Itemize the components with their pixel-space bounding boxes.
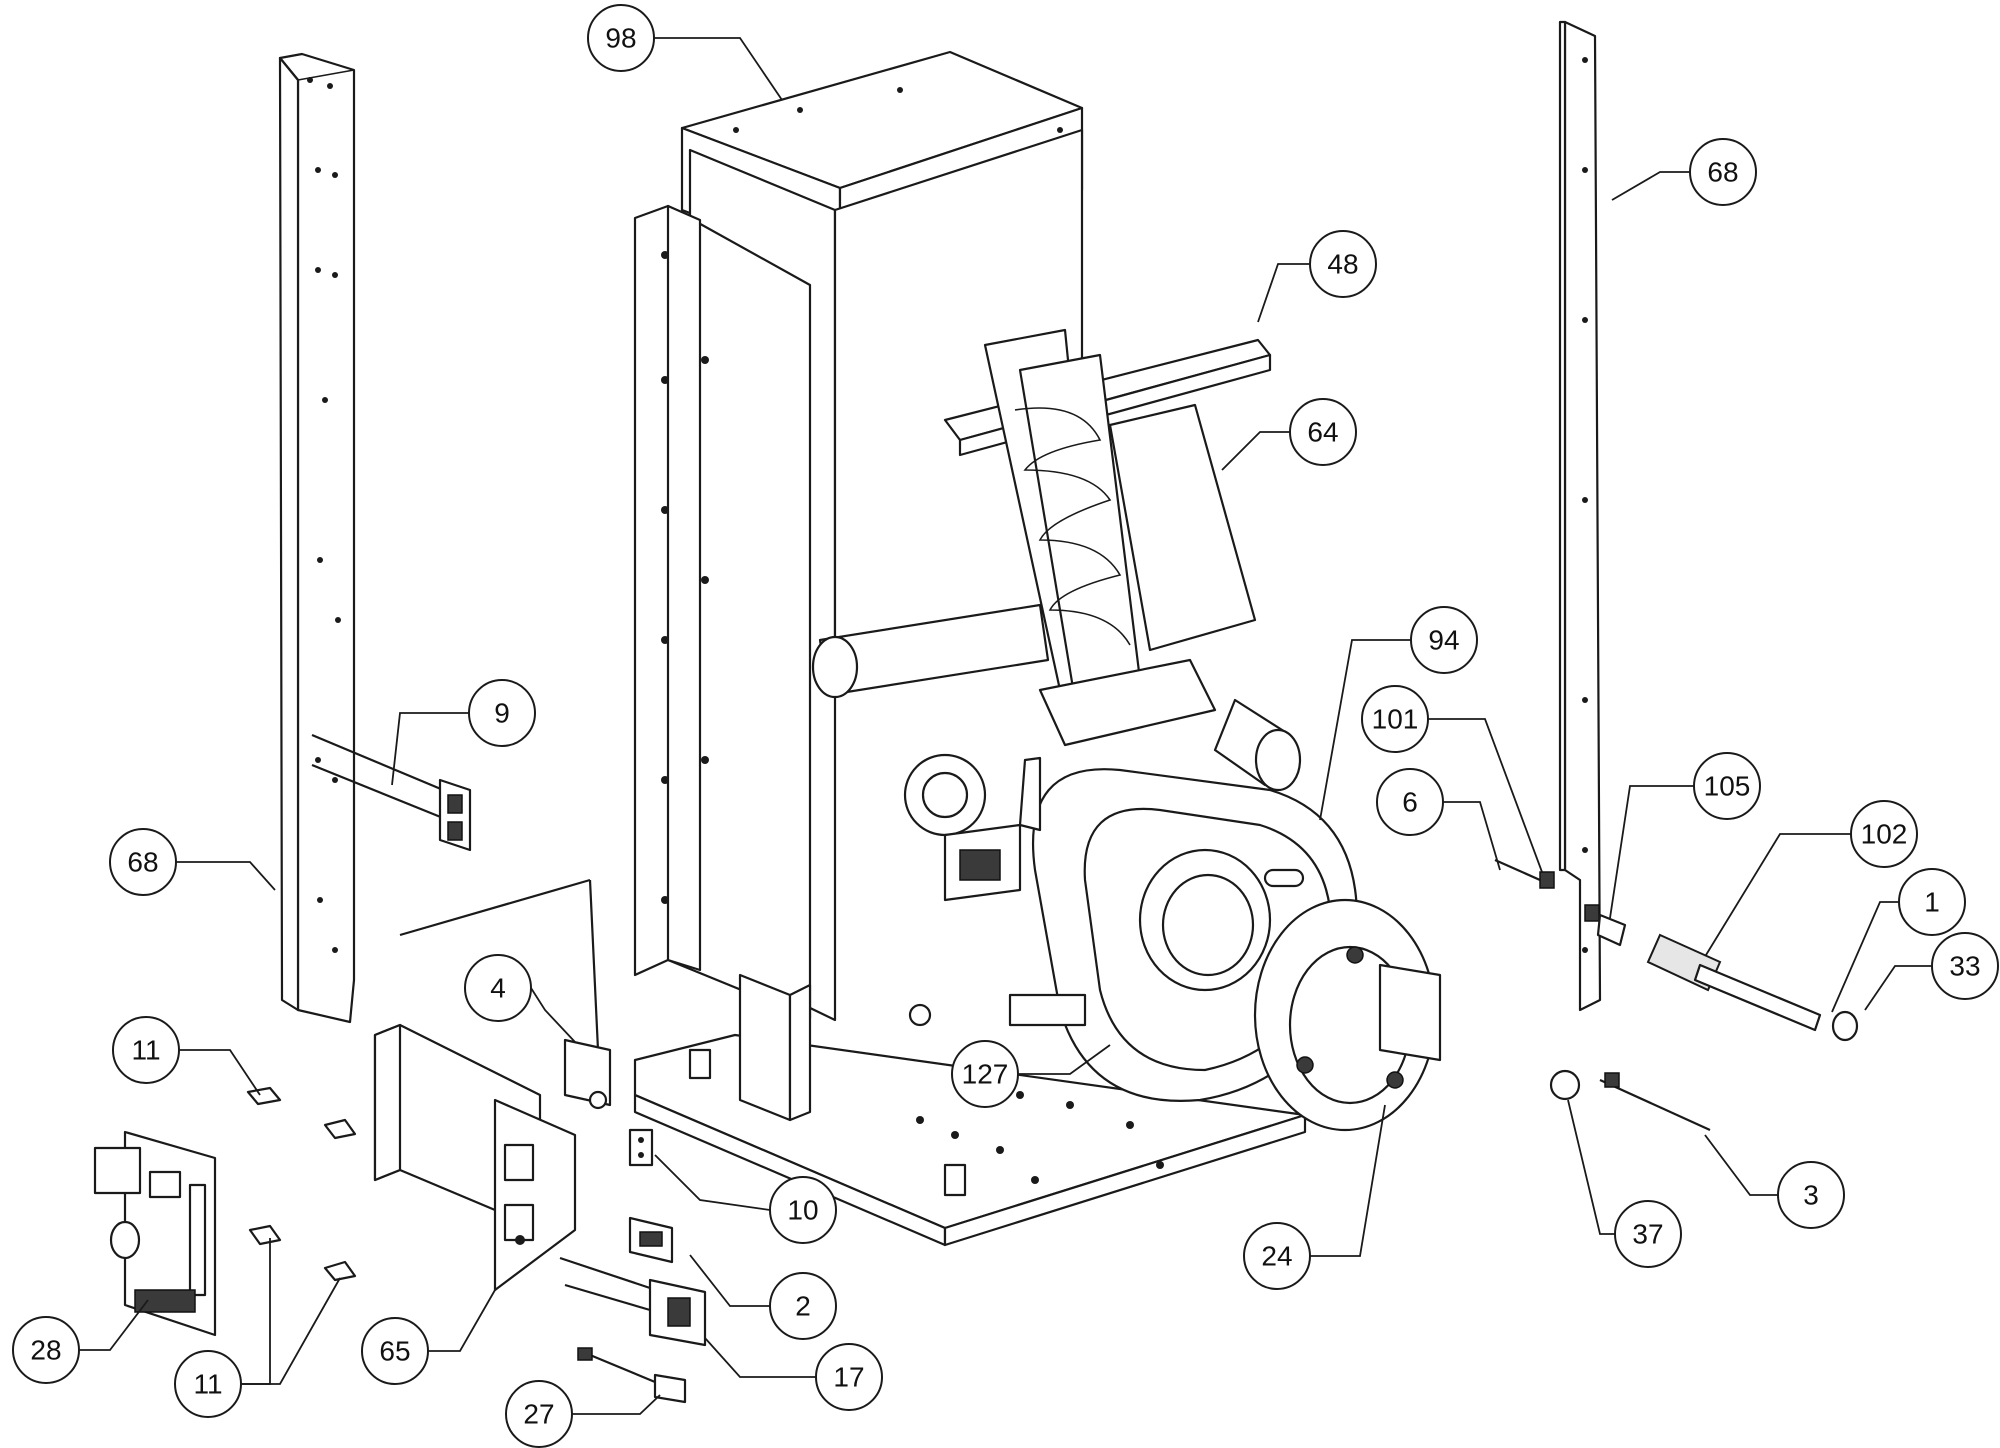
left-rail-part	[278, 52, 356, 1024]
callout-2-label: 2	[795, 1291, 811, 1322]
ignitor-parts-group	[1494, 858, 1859, 1132]
control-bracket-part	[373, 1023, 577, 1292]
base-plate-part	[633, 973, 1307, 1247]
leader-lines	[79, 37, 1932, 1415]
callout-127: 127	[951, 1040, 1019, 1108]
callout-11-bottom-label: 11	[193, 1369, 222, 1400]
callout-11-top-label: 11	[131, 1035, 160, 1066]
callout-11-bottom: 11	[174, 1350, 242, 1418]
right-rail-part	[1558, 20, 1602, 1012]
ignitor-module-part	[908, 756, 1087, 1027]
gear-motor-part	[903, 753, 1022, 902]
callout-17: 17	[815, 1343, 883, 1411]
callout-1-label: 1	[1924, 887, 1940, 918]
callout-48-label: 48	[1327, 249, 1358, 280]
connector-17-part	[559, 1256, 707, 1347]
callout-65-label: 65	[379, 1336, 410, 1367]
callout-17-label: 17	[833, 1362, 864, 1393]
callout-68-left-label: 68	[127, 847, 158, 878]
auger-assembly-part	[811, 328, 1302, 792]
callout-24: 24	[1243, 1222, 1311, 1290]
callout-11-top: 11	[112, 1016, 180, 1084]
callout-27: 27	[505, 1380, 573, 1448]
callout-68-top-label: 68	[1707, 157, 1738, 188]
callout-102-label: 102	[1861, 819, 1908, 850]
callout-101: 101	[1361, 685, 1429, 753]
callout-2: 2	[769, 1272, 837, 1340]
callout-3-label: 3	[1803, 1180, 1819, 1211]
terminal-block-part	[628, 1128, 654, 1167]
callout-10: 10	[769, 1176, 837, 1244]
callout-68-left: 68	[109, 828, 177, 896]
callout-3: 3	[1777, 1161, 1845, 1229]
callout-94: 94	[1410, 606, 1478, 674]
callout-98-label: 98	[605, 23, 636, 54]
callout-65: 65	[361, 1317, 429, 1385]
rocker-switch-part	[628, 1216, 674, 1264]
bracket-9-part	[311, 733, 472, 852]
main-cabinet-part	[633, 50, 1084, 1022]
callout-127-label: 127	[962, 1059, 1009, 1090]
callout-4: 4	[464, 954, 532, 1022]
blower-housing-part	[1031, 768, 1442, 1132]
callout-101-label: 101	[1372, 704, 1419, 735]
callout-4-label: 4	[490, 973, 506, 1004]
callout-27-label: 27	[523, 1399, 554, 1430]
callout-105-label: 105	[1704, 771, 1751, 802]
callout-98: 98	[587, 4, 655, 72]
callout-9: 9	[468, 679, 536, 747]
callout-10-label: 10	[787, 1195, 818, 1226]
callout-37-label: 37	[1632, 1219, 1663, 1250]
callout-33-label: 33	[1949, 951, 1980, 982]
callout-6-label: 6	[1402, 787, 1418, 818]
callout-48: 48	[1309, 230, 1377, 298]
control-board-part	[93, 1130, 217, 1337]
callout-28-label: 28	[30, 1335, 61, 1366]
callout-105: 105	[1693, 752, 1761, 820]
callout-33: 33	[1931, 932, 1999, 1000]
callout-1: 1	[1898, 868, 1966, 936]
connector-27-part	[577, 1347, 687, 1404]
callout-6: 6	[1376, 768, 1444, 836]
callout-64: 64	[1289, 398, 1357, 466]
callout-64-label: 64	[1307, 417, 1338, 448]
thermostat-part	[399, 878, 612, 1110]
callout-68-top: 68	[1689, 138, 1757, 206]
callout-37: 37	[1614, 1200, 1682, 1268]
callout-28: 28	[12, 1316, 80, 1384]
callout-102: 102	[1850, 800, 1918, 868]
callout-24-label: 24	[1261, 1241, 1292, 1272]
callout-9-label: 9	[494, 698, 510, 729]
pins-11-part	[246, 1086, 357, 1282]
callout-94-label: 94	[1428, 625, 1459, 656]
